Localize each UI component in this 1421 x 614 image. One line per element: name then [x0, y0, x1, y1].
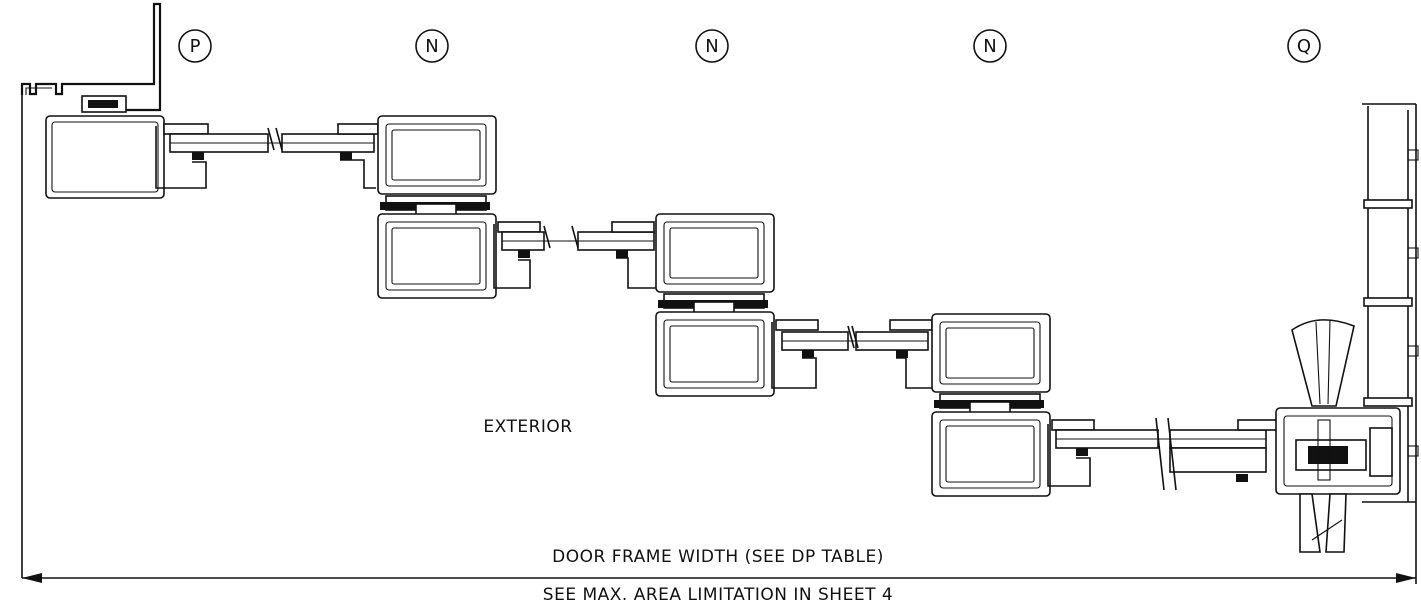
dimension-line [22, 506, 1417, 584]
mullion-n-1 [377, 115, 497, 299]
glazing-panel-1 [155, 123, 379, 189]
mullion-n-2 [655, 213, 775, 397]
dimension-label: DOOR FRAME WIDTH (SEE DP TABLE) [552, 547, 884, 567]
left-jamb-frame [20, 2, 165, 578]
callout-p: P [178, 29, 212, 63]
glazing-panel-4 [1047, 417, 1279, 491]
handle-icon [1291, 319, 1355, 553]
right-jamb [1362, 103, 1419, 506]
callout-n-3: N [973, 29, 1007, 63]
dimension-note: SEE MAX. AREA LIMITATION IN SHEET 4 [543, 585, 893, 605]
glazing-panel-3 [771, 319, 933, 389]
callout-q: Q [1287, 29, 1321, 63]
svg-text:N: N [705, 36, 718, 57]
end-stile-q [1275, 407, 1401, 495]
svg-text:Q: Q [1297, 36, 1311, 57]
callout-n-1: N [415, 29, 449, 63]
svg-text:P: P [190, 36, 201, 57]
glazing-panel-2 [493, 221, 656, 289]
callout-n-2: N [695, 29, 729, 63]
mullion-n-3 [931, 313, 1051, 497]
exterior-label: EXTERIOR [483, 417, 572, 437]
svg-text:N: N [983, 36, 996, 57]
svg-text:N: N [425, 36, 438, 57]
